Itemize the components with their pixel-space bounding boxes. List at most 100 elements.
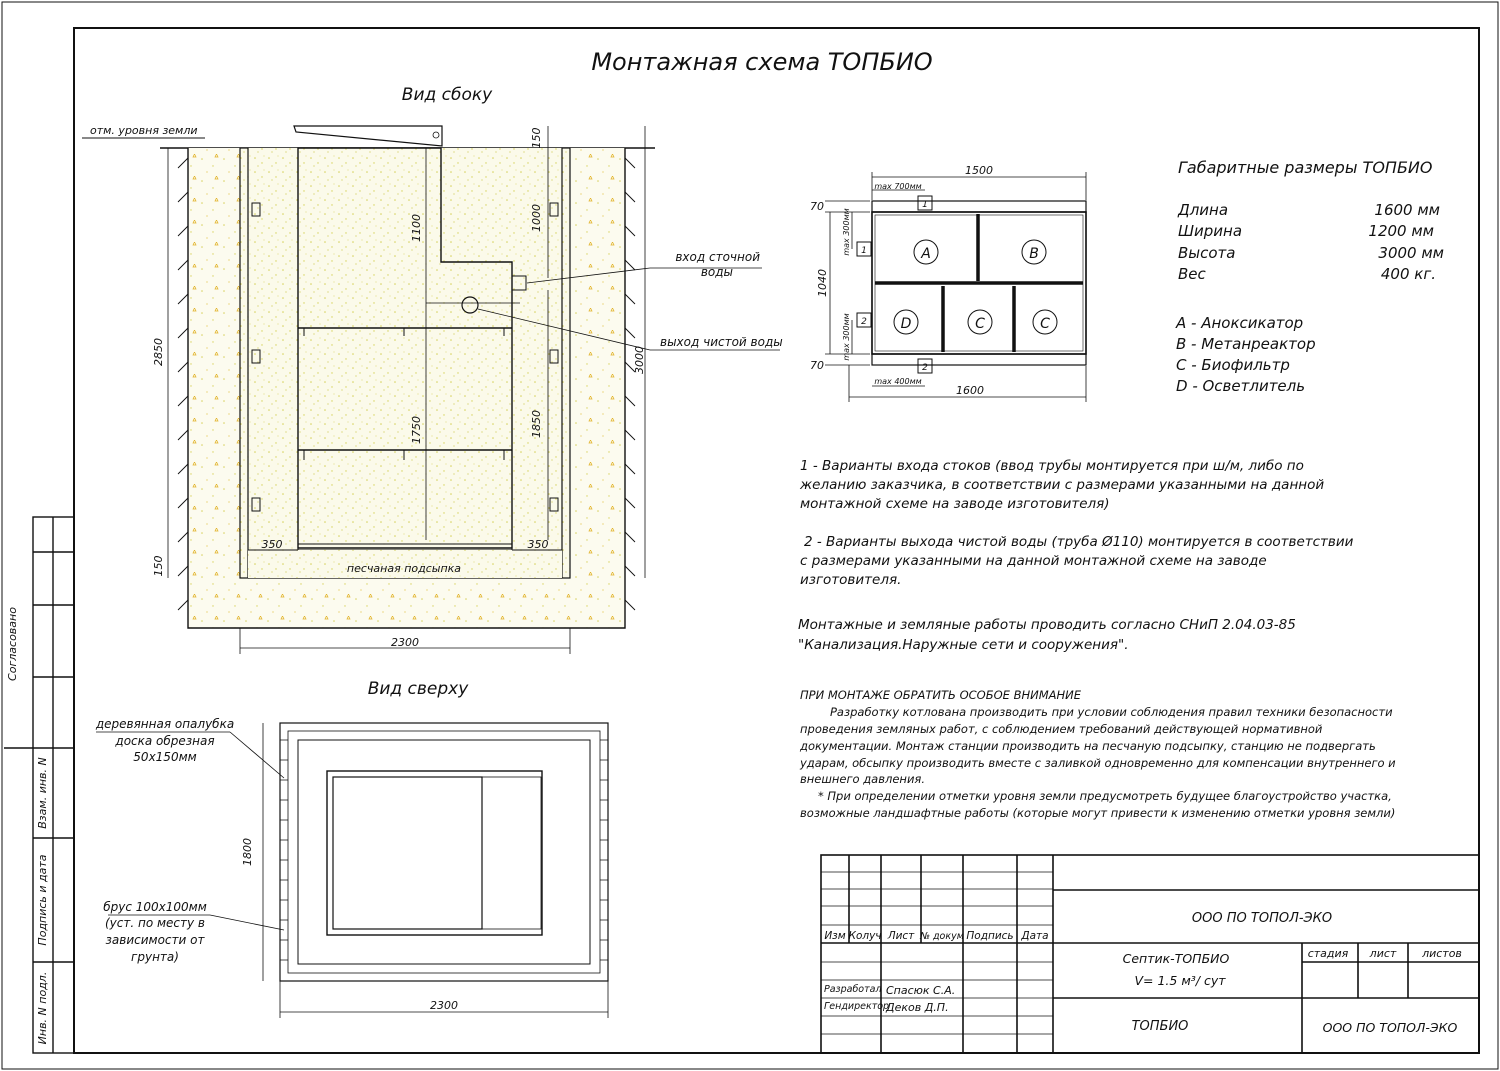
col-koluch: Колуч — [848, 930, 881, 942]
max-700: max 700мм — [874, 182, 921, 191]
mark-2-bottom: 2 — [922, 363, 928, 373]
max-400: max 400мм — [874, 377, 921, 386]
max-300-b: max 300мм — [842, 313, 851, 360]
note1-line2: желанию заказчика, в соответствии с разм… — [799, 477, 1324, 493]
col-ndok: № докум — [919, 931, 964, 942]
attention-heading: ПРИ МОНТАЖЕ ОБРАТИТЬ ОСОБОЕ ВНИМАНИЕ — [800, 688, 1082, 702]
legend-a: А - Аноксикатор — [1175, 314, 1303, 332]
mark-1-top: 1 — [922, 200, 928, 210]
col-izm: Изм — [824, 930, 845, 942]
name-director: Деков Д.П. — [885, 1001, 949, 1014]
role-director: Гендиректор — [824, 1001, 889, 1012]
dim-3000: 3000 — [633, 346, 646, 374]
snip-line1: Монтажные и земляные работы проводить со… — [798, 617, 1296, 633]
lid-top — [332, 776, 483, 930]
beam-label-1: брус 100х100мм — [103, 900, 207, 914]
side-view: Вид сбоку отм. уровня земли — [82, 85, 783, 654]
formwork-label-2: доска обрезная — [114, 734, 214, 748]
product-volume: V= 1.5 м³/ сут — [1134, 973, 1226, 988]
top-view-heading: Вид сверху — [368, 679, 470, 699]
note1-line1: 1 - Варианты входа стоков (ввод трубы мо… — [800, 458, 1304, 474]
dim-1750: 1750 — [410, 416, 423, 444]
stamp-inv-orig: Инв. N подл. — [36, 972, 49, 1045]
spec-value-weight: 400 кг. — [1381, 265, 1436, 283]
inlet-pipe — [511, 275, 527, 291]
col-list: Лист — [887, 930, 915, 942]
beam-label-2: (уст. по месту в — [105, 916, 205, 930]
chamber-plan: A B D C C 1 2 1 2 1 — [810, 164, 1087, 402]
note2-line3: изготовителя. — [800, 572, 901, 588]
dim-1500: 1500 — [965, 164, 993, 177]
notes: 1 - Варианты входа стоков (ввод трубы мо… — [798, 458, 1396, 820]
tank-lid — [293, 125, 443, 147]
name-developer: Спасюк С.А. — [886, 984, 955, 997]
top-view: Вид сверху 1800 2300 деревянная опалубка… — [95, 679, 609, 1018]
beam-label-4: грунта) — [131, 950, 179, 964]
spec-value-width: 1200 мм — [1368, 222, 1434, 240]
page-title: Монтажная схема ТОПБИО — [591, 48, 932, 76]
title-block: Изм Колуч Лист № докум Подпись Дата Разр… — [820, 854, 1480, 1054]
mark-1-left: 1 — [861, 246, 867, 256]
tank-top-outline — [326, 770, 543, 936]
spec-value-height: 3000 мм — [1378, 244, 1444, 262]
note2-line1: 2 - Варианты выхода чистой воды (труба Ø… — [804, 534, 1354, 550]
dim-2300-side: 2300 — [391, 636, 419, 649]
specs-heading: Габаритные размеры ТОПБИО — [1178, 158, 1432, 177]
stamp-agreed: Согласовано — [6, 607, 19, 681]
doc-name: ТОПБИО — [1132, 1019, 1189, 1034]
formwork-outer — [279, 722, 609, 982]
spec-name-length: Длина — [1177, 201, 1228, 219]
dim-150-top: 150 — [530, 128, 543, 149]
top-sand-area — [297, 739, 591, 965]
formwork-right — [561, 147, 571, 579]
attention-line5: внешнего давления. — [800, 772, 925, 786]
legend-b: В - Метанреактор — [1176, 335, 1316, 353]
outlet-pipe — [461, 296, 479, 314]
max-300-a: max 300мм — [842, 208, 851, 255]
side-view-heading: Вид сбоку — [402, 85, 493, 105]
dim-1850: 1850 — [530, 410, 543, 438]
dim-150-bottom: 150 — [152, 556, 165, 577]
dim-2300-top: 2300 — [430, 999, 458, 1012]
col-stage: стадия — [1308, 947, 1349, 960]
sand-bed-label: песчаная подсыпка — [347, 562, 461, 575]
legend-d: D - Осветлитель — [1176, 377, 1305, 395]
chamber-d: D — [901, 316, 912, 332]
chamber-c1: C — [975, 316, 985, 332]
dim-350-right: 350 — [528, 538, 549, 551]
star-line1: * При определении отметки уровня земли п… — [818, 789, 1392, 803]
note1-line3: монтажной схеме на заводе изготовителя) — [800, 496, 1110, 512]
snip-line2: "Канализация.Наружные сети и сооружения"… — [798, 637, 1129, 653]
spec-value-length: 1600 мм — [1374, 201, 1440, 219]
star-line2: возможные ландшафтные работы (которые мо… — [800, 806, 1395, 820]
dim-1040: 1040 — [816, 269, 829, 297]
formwork-label-3: 50х150мм — [133, 750, 196, 764]
spec-name-width: Ширина — [1178, 222, 1242, 240]
col-data: Дата — [1020, 930, 1048, 942]
dim-70-bottom: 70 — [810, 359, 824, 372]
chamber-a: A — [920, 246, 931, 262]
formwork-left — [239, 147, 249, 579]
inlet-label-line2: воды — [701, 265, 733, 279]
dim-2850: 2850 — [152, 338, 165, 366]
attention-line4: ударам, обсыпку производить вместе с зал… — [799, 756, 1396, 770]
role-developer: Разработал — [824, 984, 882, 995]
spec-name-height: Высота — [1178, 244, 1236, 262]
ground-level-label: отм. уровня земли — [90, 124, 198, 137]
formwork-label-1: деревянная опалубка — [95, 717, 234, 731]
beam-label-3: зависимости от — [106, 933, 206, 947]
outlet-label: выход чистой воды — [660, 335, 783, 349]
dim-1100: 1100 — [410, 214, 423, 242]
pit-outline — [187, 148, 626, 629]
chamber-c2: C — [1040, 316, 1050, 332]
dim-350-left: 350 — [262, 538, 283, 551]
product-name: Септик-ТОПБИО — [1123, 951, 1230, 966]
spec-name-weight: Вес — [1178, 265, 1207, 283]
stamp-inv-swap: Взам. инв. N — [36, 757, 49, 828]
sand-bed — [248, 550, 562, 578]
legend-c: С - Биофильтр — [1176, 356, 1290, 374]
col-sheet: лист — [1369, 947, 1397, 960]
stamp-sign-date: Подпись и дата — [36, 854, 49, 945]
